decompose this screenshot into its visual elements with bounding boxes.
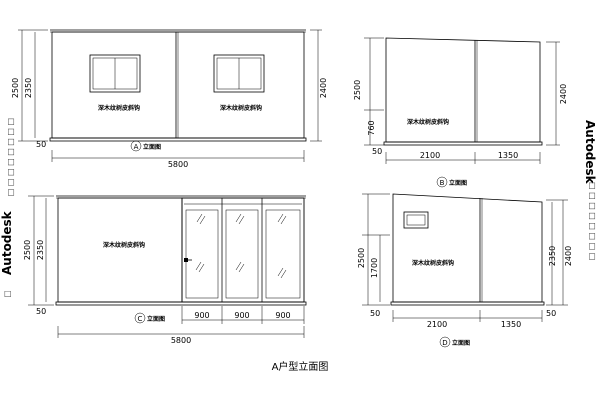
elevation-d-height-mid: 1700 xyxy=(370,258,379,278)
elevation-d-caption: 立面图 xyxy=(452,339,470,347)
elevation-c-height-inner: 2350 xyxy=(36,240,45,260)
elevation-d-material-label: 深木纹树皮斜钩 xyxy=(412,259,454,267)
elevation-c-mark: C xyxy=(138,315,143,323)
elevation-a: 深木纹树皮斜钩 深木纹树皮斜钩 5800 2500 2350 50 2400 A… xyxy=(11,29,328,169)
elevation-a-height-inner: 2350 xyxy=(24,78,33,98)
elevation-b: 深木纹树皮斜钩 2100 1350 2500 760 50 2400 B 立面图 xyxy=(353,37,568,188)
elevation-a-height-left: 2500 xyxy=(11,78,20,98)
elevation-b-width-1: 2100 xyxy=(420,151,440,160)
elevation-c-mark-circle xyxy=(134,312,146,324)
elevation-d-base-height: 50 xyxy=(370,309,380,318)
elevation-b-mark: B xyxy=(440,179,445,187)
elevation-b-low-height: 760 xyxy=(367,120,376,135)
elevation-c: 深木纹树皮斜钩 900 900 900 5800 2500 2350 50 C … xyxy=(23,195,307,345)
elevation-a-mark-circle xyxy=(130,140,142,152)
elevation-b-material-label: 深木纹树皮斜钩 xyxy=(407,118,449,126)
watermark-text-right: Autodesk xyxy=(583,120,597,185)
elevation-b-height-left: 2500 xyxy=(353,80,362,100)
elevation-a-width: 5800 xyxy=(168,160,188,169)
elevation-d-mark: D xyxy=(442,339,447,347)
elevation-a-caption: 立面图 xyxy=(143,143,161,151)
elevation-a-window-right xyxy=(213,54,265,93)
elevation-d-window xyxy=(403,211,429,229)
door-handle xyxy=(184,258,188,262)
elevation-a-material-label-right: 深木纹树皮斜钩 xyxy=(220,104,262,112)
elevation-b-base-height: 50 xyxy=(372,147,382,156)
elevation-c-material-label: 深木纹树皮斜钩 xyxy=(103,241,145,249)
elevation-b-width-2: 1350 xyxy=(498,151,518,160)
door-panel xyxy=(261,197,305,303)
door-panel xyxy=(181,197,223,303)
elevation-d-height-left: 2500 xyxy=(357,248,366,268)
door-panel xyxy=(221,197,263,303)
elevation-b-base xyxy=(383,141,543,146)
elevation-c-door-bay xyxy=(181,197,305,303)
elevation-b-wall xyxy=(385,37,541,143)
elevation-c-base-height: 50 xyxy=(36,307,46,316)
watermark-text-left: Autodesk xyxy=(0,210,14,275)
elevation-d-base xyxy=(390,301,545,306)
elevation-c-door-width-3: 900 xyxy=(275,311,290,320)
watermark-right: Autodesk □ □ □ □ □ □ □ □ xyxy=(583,120,597,260)
elevation-d-mark-circle xyxy=(439,336,451,348)
elevation-a-base-height: 50 xyxy=(36,140,46,149)
elevation-c-glass-doors xyxy=(181,197,305,303)
elevation-d-width-1: 2100 xyxy=(427,320,447,329)
watermark-left: □ □ □ □ □ □ □ □ Autodesk □ xyxy=(0,118,16,298)
elevation-a-mark: A xyxy=(134,143,139,151)
elevation-c-wall xyxy=(57,197,183,303)
watermark-boxes-left: □ □ □ □ □ □ □ □ xyxy=(7,118,16,196)
elevation-a-window-left xyxy=(89,54,141,93)
elevation-b-mark-circle xyxy=(436,176,448,188)
elevation-d-height-right-1: 2350 xyxy=(548,246,557,266)
svg-text:□: □ xyxy=(4,289,12,298)
elevation-b-caption: 立面图 xyxy=(449,179,467,187)
elevation-a-height-right: 2400 xyxy=(319,78,328,98)
elevation-c-height-left: 2500 xyxy=(23,240,32,260)
elevation-c-door-width-2: 900 xyxy=(234,311,249,320)
elevation-d-base-height-right: 50 xyxy=(546,309,556,318)
elevation-c-caption: 立面图 xyxy=(147,315,165,323)
elevation-b-height-right: 2400 xyxy=(559,84,568,104)
elevation-a-base xyxy=(49,137,307,142)
elevation-d: 深木纹树皮斜钩 2100 1350 2500 1700 50 2350 2400… xyxy=(357,193,573,348)
drawing-title: A户型立面图 xyxy=(272,360,329,373)
elevation-d-width-2: 1350 xyxy=(501,320,521,329)
elevation-c-door-width-1: 900 xyxy=(194,311,209,320)
watermark-boxes-right: □ □ □ □ □ □ □ □ xyxy=(588,182,597,260)
elevation-c-width: 5800 xyxy=(171,336,191,345)
elevation-d-wall xyxy=(392,193,543,303)
elevation-a-material-label-left: 深木纹树皮斜钩 xyxy=(98,104,140,112)
elevation-c-base xyxy=(55,301,307,306)
elevation-d-height-right-2: 2400 xyxy=(564,246,573,266)
